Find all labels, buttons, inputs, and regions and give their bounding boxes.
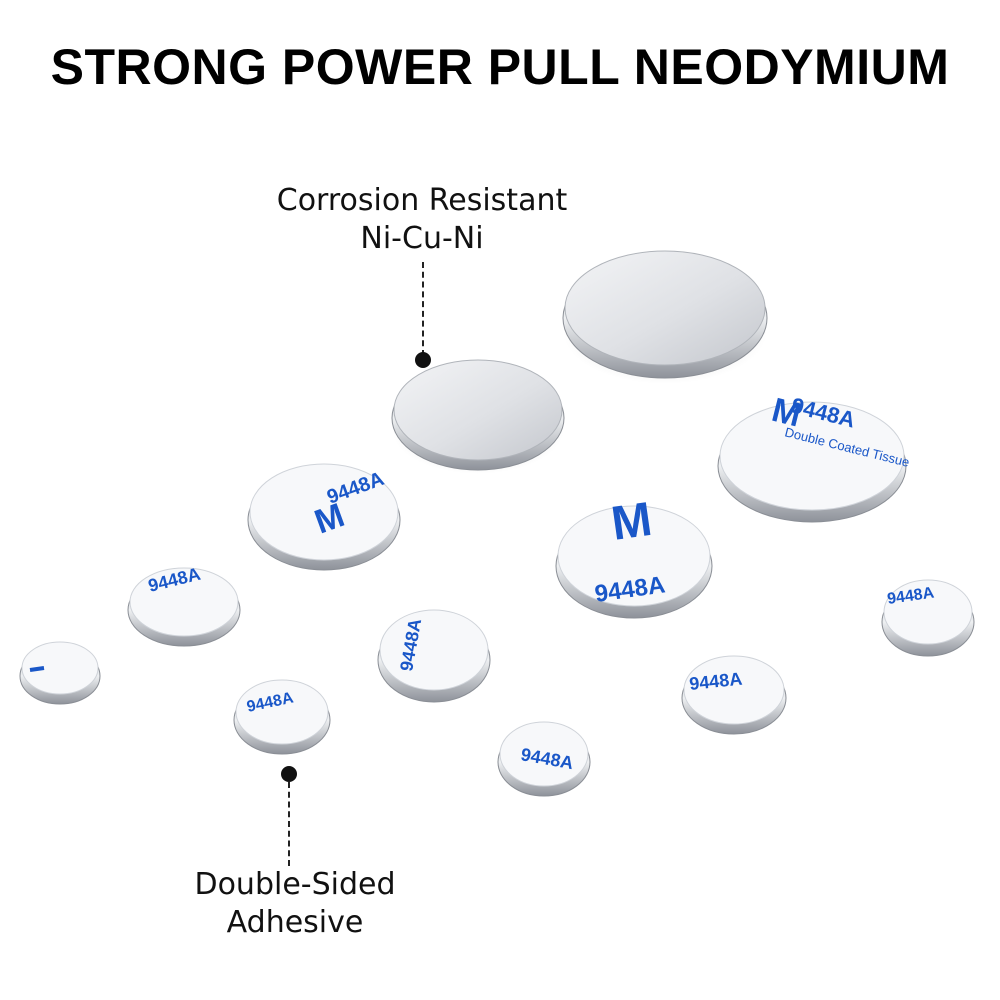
callout-top-line2: Ni-Cu-Ni — [360, 221, 484, 256]
callout-bottom-leader-line — [288, 782, 290, 866]
callout-corrosion-resistant: Corrosion Resistant Ni-Cu-Ni — [262, 182, 582, 258]
bare-magnet-large — [562, 250, 768, 384]
adhesive-magnet-left-small: 9448A — [127, 564, 241, 647]
tape-code-label: 9448A — [886, 585, 935, 608]
callout-bottom-line2: Adhesive — [226, 905, 364, 940]
callout-double-sided-adhesive: Double-Sided Adhesive — [170, 866, 420, 942]
adhesive-magnet-left-upper: M 9448A — [247, 463, 401, 571]
callout-bottom-line1: Double-Sided — [194, 867, 396, 902]
adhesive-magnet-center-right: M 9448A — [555, 493, 713, 619]
callout-bottom-pointer-dot — [281, 766, 297, 782]
adhesive-magnet-bottom-right: 9448A — [681, 655, 787, 735]
adhesive-magnet-far-left — [19, 641, 101, 705]
adhesive-magnet-bottom-center: 9448A — [497, 721, 591, 797]
adhesive-magnet-top-right: M 9448A Double Coated Tissue — [717, 391, 911, 523]
tape-logo-mark: M — [608, 493, 655, 551]
adhesive-magnet-pointed-bottom: 9448A — [233, 679, 331, 755]
headline-title: STRONG POWER PULL NEODYMIUM — [50, 39, 950, 95]
callout-top-line1: Corrosion Resistant — [276, 183, 568, 218]
callout-top-pointer-dot — [415, 352, 431, 368]
adhesive-magnet-center: 9448A — [377, 609, 491, 703]
callout-top-leader-line — [422, 262, 424, 356]
bare-magnet-medium — [391, 359, 565, 474]
adhesive-magnet-far-right: 9448A — [881, 579, 975, 657]
